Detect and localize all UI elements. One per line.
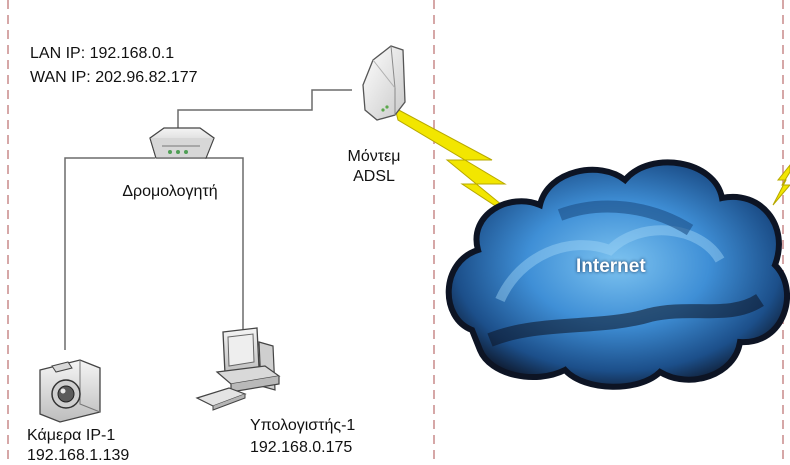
- network-wires: [64, 89, 352, 350]
- router-icon: [149, 127, 215, 159]
- router-lan-ip-label: LAN IP: 192.168.0.1: [30, 45, 175, 62]
- cloud-icon: [445, 159, 790, 390]
- wire-router-pc: [205, 157, 244, 335]
- router-wan-ip-label: WAN IP: 202.96.82.177: [30, 69, 198, 86]
- camera-ip-label: 192.168.1.139: [27, 447, 130, 464]
- modem-label-line1: Μόντεμ: [347, 148, 401, 165]
- lightning-right-icon: [772, 164, 790, 206]
- modem-label-line2: ADSL: [353, 168, 395, 185]
- camera-name-label: Κάμερα IP-1: [27, 427, 116, 444]
- computer-ip-label: 192.168.0.175: [250, 439, 353, 456]
- wire-router-modem: [177, 89, 352, 140]
- wire-router-camera: [64, 157, 155, 350]
- internet-label: Internet: [576, 256, 646, 277]
- router-label: Δρομολογητή: [122, 183, 218, 200]
- camera-icon: [39, 359, 101, 423]
- computer-icon: [195, 327, 281, 411]
- computer-name-label: Υπολογιστής-1: [250, 417, 356, 434]
- modem-icon: [362, 45, 406, 121]
